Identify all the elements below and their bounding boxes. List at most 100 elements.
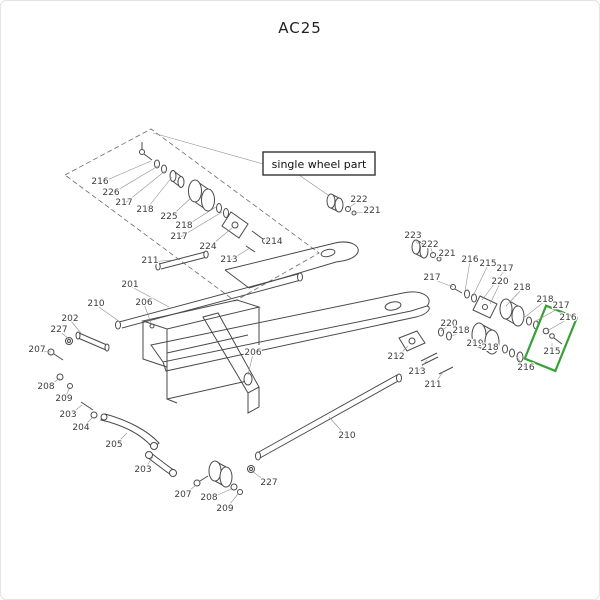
leader-line <box>95 304 121 323</box>
part-number-label: 210 <box>87 299 104 309</box>
leader-line <box>208 488 232 500</box>
part-number-label: 202 <box>61 314 78 324</box>
leader-line <box>353 211 373 214</box>
part-number-label: 209 <box>55 394 72 404</box>
part-number-label: 227 <box>50 325 67 335</box>
part-number-label: 210 <box>338 431 355 441</box>
leader-line <box>432 371 444 387</box>
leader-line <box>67 404 83 417</box>
part-number-label: 208 <box>37 382 54 392</box>
leader-line <box>464 260 471 292</box>
left-exploded-assembly <box>139 142 268 253</box>
truck-body <box>141 241 430 414</box>
part-number-label: 201 <box>121 280 138 290</box>
highlight-group <box>523 304 579 373</box>
leader-line <box>228 247 251 262</box>
part-number-label: 207 <box>28 345 45 355</box>
bottom-wheel-parts <box>193 460 255 495</box>
callout: single wheel part <box>152 132 376 196</box>
leader-line <box>129 285 170 308</box>
leader-line <box>123 170 166 205</box>
short-rod <box>155 250 209 271</box>
part-number-label: 217 <box>496 264 513 274</box>
leader-line <box>63 386 71 401</box>
leader-line <box>183 206 217 228</box>
leader-line <box>489 282 501 305</box>
leader-line <box>395 345 409 359</box>
part-number-label: 220 <box>440 319 457 329</box>
leader-line <box>178 211 223 239</box>
leader-line <box>449 331 462 338</box>
part-number-label: 221 <box>438 249 455 259</box>
part-number-label: 216 <box>461 255 478 265</box>
part-number-label: 207 <box>174 490 191 500</box>
part-number-label: 217 <box>552 301 569 311</box>
part-number-label: 217 <box>423 273 440 283</box>
leader-line <box>142 456 154 472</box>
part-number-label: 206 <box>135 298 152 308</box>
part-number-label: 211 <box>424 380 441 390</box>
leader-line <box>69 319 82 334</box>
leader-line <box>247 353 254 376</box>
part-number-label: 217 <box>170 232 187 242</box>
part-number-label: 223 <box>404 231 421 241</box>
part-number-label: 216 <box>517 363 534 373</box>
callout-box <box>262 151 376 176</box>
part-number-label: 227 <box>260 478 277 488</box>
part-number-label: 208 <box>200 493 217 503</box>
part-number-label: 211 <box>141 256 158 266</box>
leader-line <box>207 227 233 249</box>
leader-line <box>505 288 523 307</box>
part-number-label: 219 <box>466 339 483 349</box>
part-number-label: 203 <box>59 410 76 420</box>
part-number-label: 206 <box>244 348 261 358</box>
part-number-label: 218 <box>481 343 498 353</box>
leader-line <box>149 259 174 263</box>
leader-line <box>168 197 192 219</box>
leader-line <box>470 338 476 346</box>
left-linkage-parts <box>47 331 177 477</box>
leader-line <box>347 200 360 209</box>
part-number-label: 220 <box>491 277 508 287</box>
highlight-box <box>523 304 579 373</box>
leader-line <box>58 330 70 340</box>
part-number-label: 216 <box>559 313 576 323</box>
leader-line <box>472 264 489 297</box>
part-number-label: 218 <box>136 205 153 215</box>
part-number-label: 221 <box>363 206 380 216</box>
part-number-label: 216 <box>91 177 108 187</box>
part-number-label: 209 <box>216 504 233 514</box>
part-number-label: 218 <box>175 221 192 231</box>
part-number-label: 225 <box>160 212 177 222</box>
part-number-label: 218 <box>536 295 553 305</box>
part-number-label: 213 <box>408 367 425 377</box>
part-number-label: 214 <box>265 237 282 247</box>
part-number-label: 218 <box>513 283 530 293</box>
leader-line <box>264 240 275 244</box>
part-number-label: 213 <box>220 255 237 265</box>
lower-rod <box>255 373 402 461</box>
leader-line <box>524 300 546 318</box>
part-number-label: 215 <box>543 347 560 357</box>
leader-line <box>438 254 448 259</box>
right-upper-assembly <box>450 284 563 345</box>
leader-line <box>224 493 239 511</box>
leader-line <box>251 470 270 485</box>
part-number-label: 218 <box>452 326 469 336</box>
leader-line <box>80 416 94 430</box>
leader-line <box>515 355 527 370</box>
leader-line <box>416 359 428 374</box>
part-number-label: 217 <box>115 198 132 208</box>
part-number-label: 203 <box>134 465 151 475</box>
leader-line <box>429 245 434 255</box>
part-number-label: 222 <box>350 195 367 205</box>
leader-line <box>486 342 491 350</box>
leader-line <box>182 484 197 497</box>
part-number-label: 204 <box>72 423 89 433</box>
part-number-label: 224 <box>199 242 216 252</box>
leader-line <box>143 303 152 324</box>
leader-line <box>440 324 450 332</box>
leader-line <box>328 416 348 438</box>
